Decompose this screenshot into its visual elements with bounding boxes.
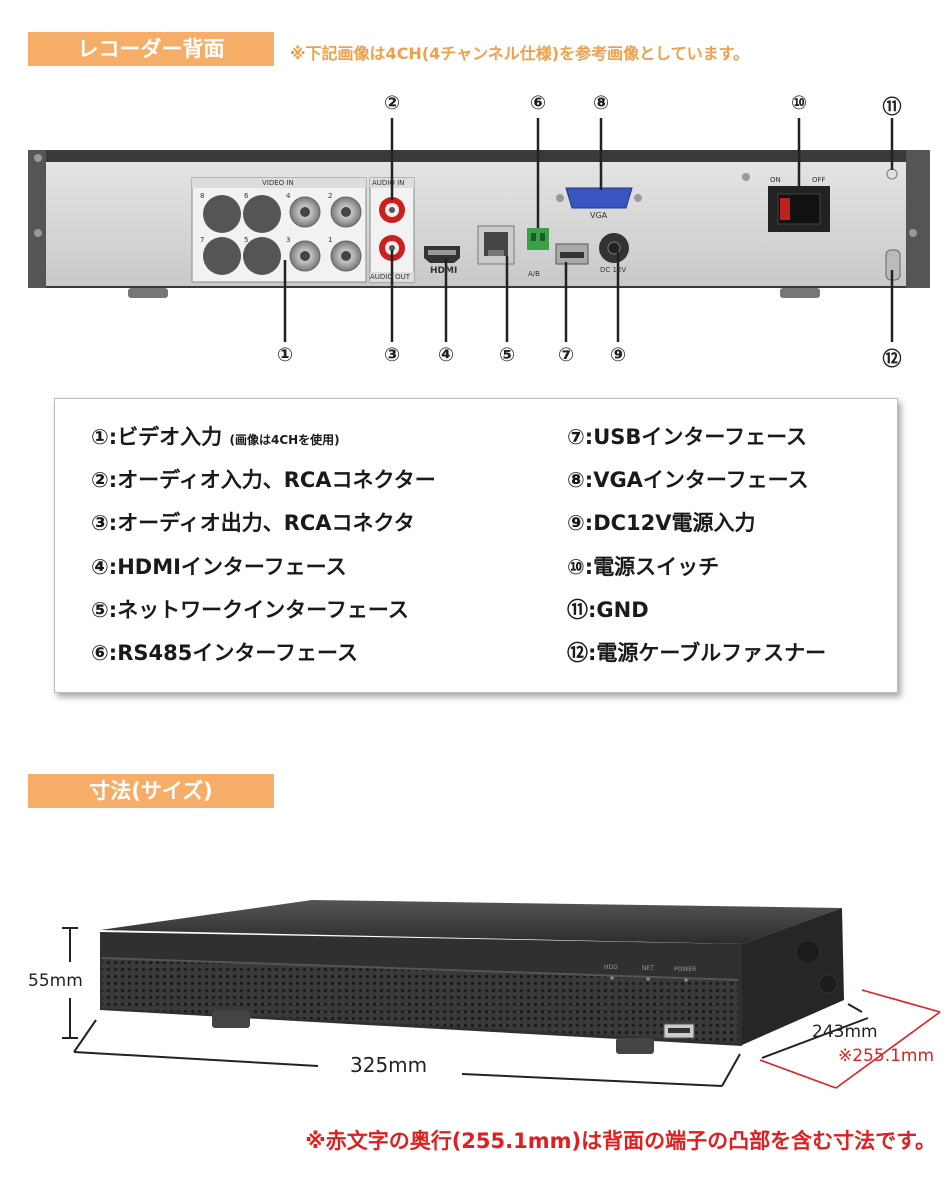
label-vga: VGA bbox=[590, 211, 608, 220]
label-dc: DC 12V bbox=[600, 266, 627, 274]
front-label-net: NET bbox=[642, 965, 654, 972]
ch-1: 1 bbox=[328, 236, 333, 244]
legend-box: ①:ビデオ入力 (画像は4CHを使用) ②:オーディオ入力、RCAコネクター ③… bbox=[54, 398, 898, 693]
legend-item-10: ⑩:電源スイッチ bbox=[567, 555, 720, 579]
panel-face bbox=[46, 162, 906, 286]
ch-6: 6 bbox=[244, 192, 249, 200]
legend-item-12: ⑫:電源ケーブルファスナー bbox=[567, 641, 827, 665]
legend-item-1: ①:ビデオ入力 (画像は4CHを使用) bbox=[91, 425, 340, 449]
height-label: 55mm bbox=[28, 971, 83, 991]
ch-2: 2 bbox=[328, 192, 333, 200]
legend-item-3: ③:オーディオ出力、RCAコネクタ bbox=[91, 511, 415, 535]
callout-6: ⑥ bbox=[529, 92, 547, 114]
legend-item-5: ⑤:ネットワークインターフェース bbox=[91, 598, 409, 622]
ch-3: 3 bbox=[286, 236, 291, 244]
callout-3: ③ bbox=[383, 344, 401, 366]
depth-label: 243mm bbox=[812, 1022, 878, 1042]
legend-item-6: ⑥:RS485インターフェース bbox=[91, 641, 359, 665]
recorder-rear-panel bbox=[28, 118, 930, 342]
label-video-in: VIDEO IN bbox=[262, 179, 294, 187]
callout-7: ⑦ bbox=[557, 344, 575, 366]
label-on: ON bbox=[770, 176, 781, 184]
reference-note: ※下記画像は4CH(4チャンネル仕様)を参考画像としています。 bbox=[290, 44, 750, 63]
label-audio-out: AUDIO OUT bbox=[370, 273, 411, 281]
callout-11: ⑪ bbox=[882, 96, 902, 118]
rear-panel-header: レコーダー背面 bbox=[28, 32, 274, 66]
legend-item-8: ⑧:VGAインターフェース bbox=[567, 468, 809, 492]
legend-item-4: ④:HDMIインターフェース bbox=[91, 555, 347, 579]
ch-8: 8 bbox=[200, 192, 205, 200]
label-off: OFF bbox=[812, 176, 826, 184]
front-label-hdd: HDD bbox=[604, 964, 618, 971]
callout-5: ⑤ bbox=[498, 344, 516, 366]
ch-7: 7 bbox=[200, 236, 205, 244]
front-label-power: POWER bbox=[674, 966, 697, 973]
callout-4: ④ bbox=[437, 344, 455, 366]
depth-red-label: ※255.1mm bbox=[838, 1046, 935, 1066]
callout-9: ⑨ bbox=[609, 344, 627, 366]
callout-12: ⑫ bbox=[882, 348, 902, 370]
label-hdmi: HDMI bbox=[430, 266, 458, 276]
callout-10: ⑩ bbox=[790, 92, 808, 114]
callout-8: ⑧ bbox=[592, 92, 610, 114]
label-audio-in: AUDIO IN bbox=[372, 179, 405, 187]
legend-item-2: ②:オーディオ入力、RCAコネクター bbox=[91, 468, 436, 492]
legend-item-11: ⑪:GND bbox=[567, 598, 649, 622]
recorder-front-illustration bbox=[62, 900, 941, 1089]
callout-2: ② bbox=[383, 92, 401, 114]
label-ab: A/B bbox=[528, 270, 540, 278]
ch-4: 4 bbox=[286, 192, 291, 200]
ch-5: 5 bbox=[244, 236, 249, 244]
dimensions-header: 寸法(サイズ) bbox=[28, 774, 274, 808]
width-label: 325mm bbox=[350, 1053, 428, 1077]
callout-1: ① bbox=[276, 344, 294, 366]
legend-item-7: ⑦:USBインターフェース bbox=[567, 425, 808, 449]
depth-footnote: ※赤文字の奥行(255.1mm)は背面の端子の凸部を含む寸法です。 bbox=[305, 1129, 936, 1153]
legend-item-9: ⑨:DC12V電源入力 bbox=[567, 511, 756, 535]
